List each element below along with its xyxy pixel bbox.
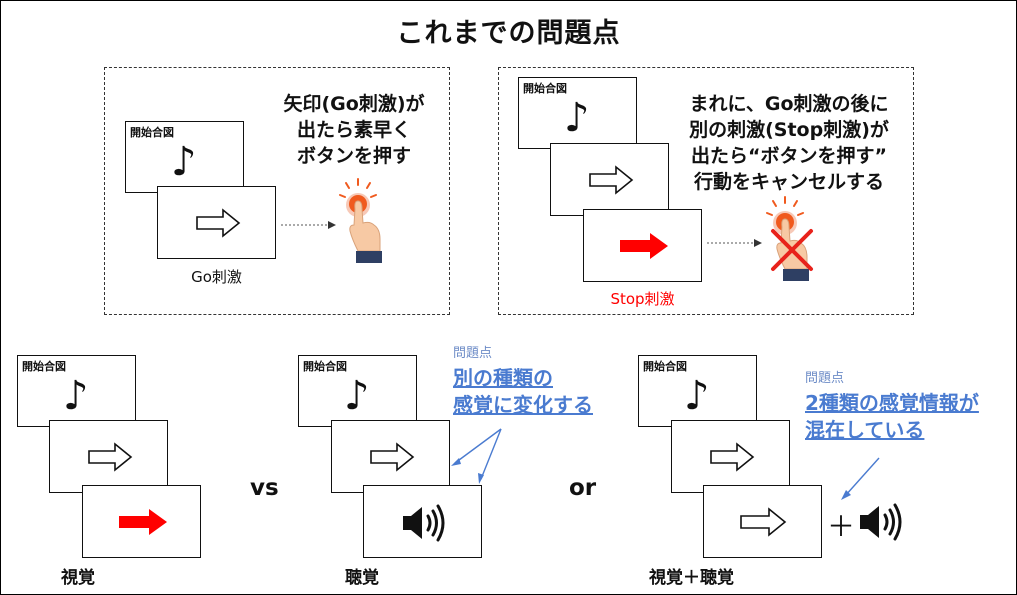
stop-instruction-line-1: まれに、Go刺激の後に — [689, 93, 889, 115]
outline-arrow-icon — [196, 208, 241, 238]
music-note-icon: ♪ — [344, 373, 370, 419]
music-note-icon: ♪ — [63, 373, 89, 419]
outline-arrow-icon — [370, 442, 415, 472]
auditory-modality-label: 聴覚 — [345, 568, 379, 588]
stop-task-panel — [498, 67, 914, 315]
auditory-problem-pointers — [451, 428, 502, 484]
stop-stimulus-caption: Stop刺激 — [610, 290, 675, 308]
dotted-flow-arrow — [281, 221, 336, 229]
stop-instruction: まれに、Go刺激の後に 別の刺激(Stop刺激)が 出たら“ボタンを押す” 行動… — [669, 91, 909, 195]
music-note-icon: ♪ — [171, 139, 197, 185]
speaker-icon — [403, 504, 445, 542]
stop-signal-screen — [583, 209, 702, 282]
visual-stop-screen — [82, 485, 201, 558]
go-task-panel — [104, 67, 450, 315]
stop-instruction-line-4: 行動をキャンセルする — [693, 171, 884, 193]
music-note-icon: ♪ — [684, 373, 710, 419]
stop-start-screen: 開始合図 ♪ — [518, 77, 637, 149]
diagram-title: これまでの問題点 — [396, 18, 621, 49]
auditory-go-screen — [331, 420, 450, 493]
go-instruction: 矢印(Go刺激)が 出たら素早く ボタンを押す — [259, 91, 449, 169]
go-instruction-line-2: 出たら素早く — [296, 119, 411, 141]
red-cross-icon — [771, 229, 813, 271]
or-separator: or — [569, 475, 597, 501]
start-signal-label: 開始合図 — [303, 360, 347, 373]
stop-instruction-line-2: 別の刺激(Stop刺激)が — [689, 119, 889, 141]
combined-problem-tag: 問題点 — [805, 371, 845, 386]
plus-sign: ＋ — [827, 510, 856, 543]
combined-stop-screen — [703, 485, 822, 558]
go-stimulus-screen — [157, 186, 276, 259]
music-note-icon: ♪ — [564, 95, 590, 141]
red-arrow-icon — [620, 233, 668, 259]
combined-problem-text: 2種類の感覚情報が 混在している — [805, 390, 979, 444]
start-signal-label: 開始合図 — [130, 126, 174, 139]
visual-modality-label: 視覚 — [61, 568, 95, 588]
start-signal-label: 開始合図 — [643, 360, 687, 373]
go-instruction-line-3: ボタンを押す — [296, 145, 411, 167]
auditory-start-screen: 開始合図 ♪ — [298, 355, 417, 427]
outline-arrow-icon — [88, 442, 133, 472]
combined-start-screen: 開始合図 ♪ — [638, 355, 757, 427]
auditory-problem-tag: 問題点 — [453, 346, 493, 361]
red-arrow-icon — [119, 509, 167, 535]
outline-arrow-icon — [710, 442, 755, 472]
combined-go-screen — [671, 420, 790, 493]
go-stimulus-caption: Go刺激 — [191, 268, 242, 286]
auditory-problem-text: 別の種類の 感覚に変化する — [453, 365, 593, 419]
stop-go-screen — [550, 143, 669, 216]
start-signal-label: 開始合図 — [523, 82, 567, 95]
combined-problem-pointer — [841, 457, 880, 500]
auditory-stop-screen — [363, 485, 482, 558]
auditory-problem-line-1: 別の種類の — [453, 366, 553, 390]
start-signal-label: 開始合図 — [22, 360, 66, 373]
hand-pressing-button-icon — [339, 178, 382, 263]
combined-problem-line-2: 混在している — [805, 418, 925, 442]
go-start-screen: 開始合図 ♪ — [125, 121, 244, 193]
go-instruction-line-1: 矢印(Go刺激)が — [283, 93, 425, 115]
outline-arrow-icon — [589, 165, 634, 195]
vs-separator: vs — [250, 475, 279, 501]
stop-instruction-line-3: 出たら“ボタンを押す” — [691, 145, 887, 167]
auditory-problem-line-2: 感覚に変化する — [453, 393, 593, 417]
combined-modality-label: 視覚＋聴覚 — [649, 568, 734, 588]
dotted-flow-arrow — [707, 239, 762, 247]
visual-start-screen: 開始合図 ♪ — [17, 355, 136, 427]
outline-arrow-icon — [740, 507, 787, 537]
speaker-icon — [860, 503, 902, 541]
visual-go-screen — [49, 420, 168, 493]
combined-problem-line-1: 2種類の感覚情報が — [805, 391, 979, 415]
